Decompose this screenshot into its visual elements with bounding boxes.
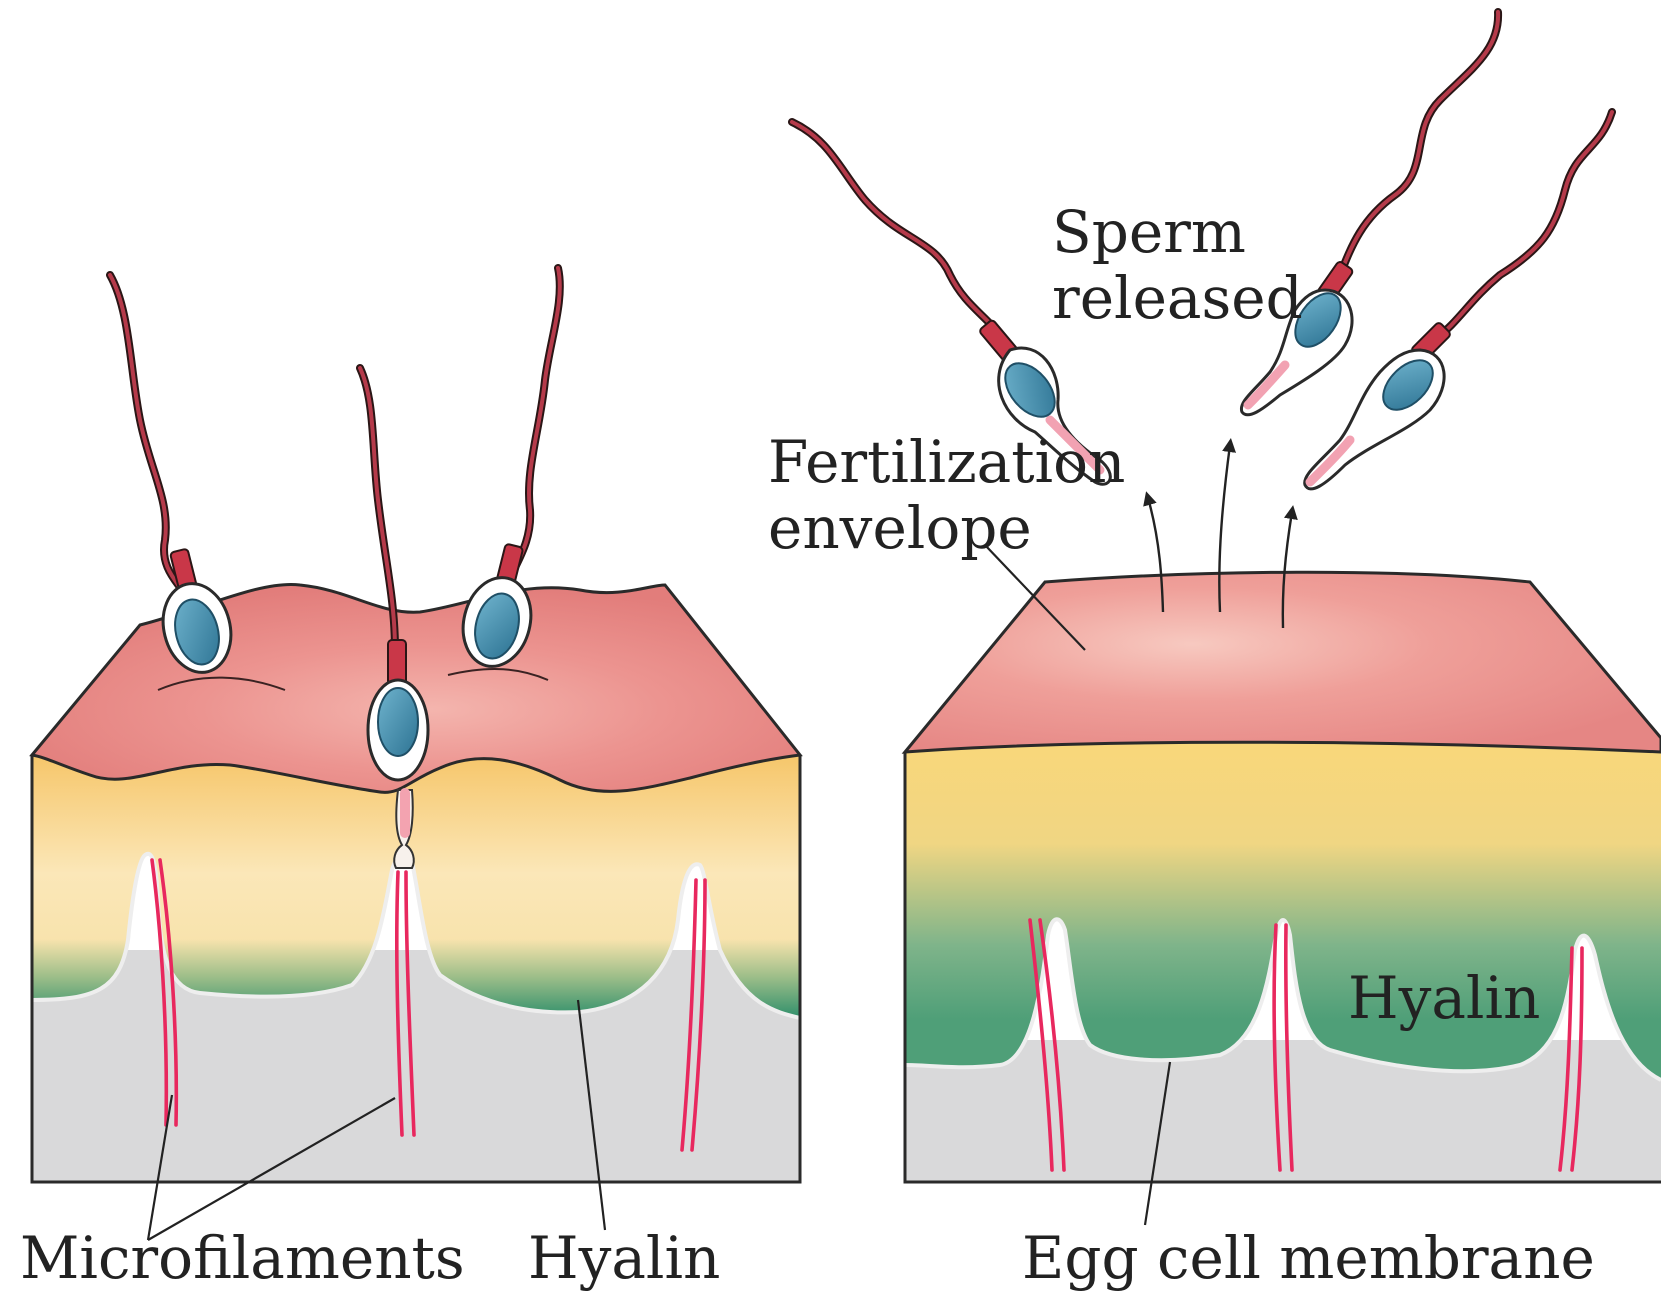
sperm-head: [378, 688, 418, 756]
right-cytoplasm: [905, 1040, 1661, 1182]
left-sperm-2: [360, 368, 428, 780]
label-hyalin-right: Hyalin: [1348, 964, 1540, 1032]
label-egg-cell-membrane: Egg cell membrane: [1022, 1224, 1595, 1291]
left-sperm-midpiece-entering: [400, 788, 410, 838]
sperm-tail: [110, 275, 182, 590]
left-sperm-1: [110, 275, 240, 680]
sperm-midpiece: [388, 640, 406, 685]
sperm-tail-inner: [792, 122, 1000, 335]
left-panel-egg-surface: [32, 584, 800, 1182]
sperm-tail-inner: [1338, 12, 1498, 280]
label-sperm-released-line2: released: [1052, 264, 1303, 332]
label-sperm-released-line1: Sperm: [1052, 198, 1246, 266]
label-fertilization-envelope-line2: envelope: [768, 494, 1032, 562]
sperm-tail: [1435, 112, 1612, 340]
label-fertilization-envelope-line1: Fertilization: [768, 428, 1125, 496]
left-cytoplasm: [32, 950, 800, 1182]
label-hyalin-left: Hyalin: [528, 1224, 720, 1291]
sperm-tail: [510, 268, 560, 578]
released-sperm-3: [1305, 112, 1612, 489]
released-sperm-2: [1241, 12, 1498, 415]
right-cortex-hyalin-layer: [905, 742, 1661, 1080]
sperm-tail-inner: [1435, 112, 1612, 340]
label-microfilaments: Microfilaments: [20, 1224, 465, 1291]
